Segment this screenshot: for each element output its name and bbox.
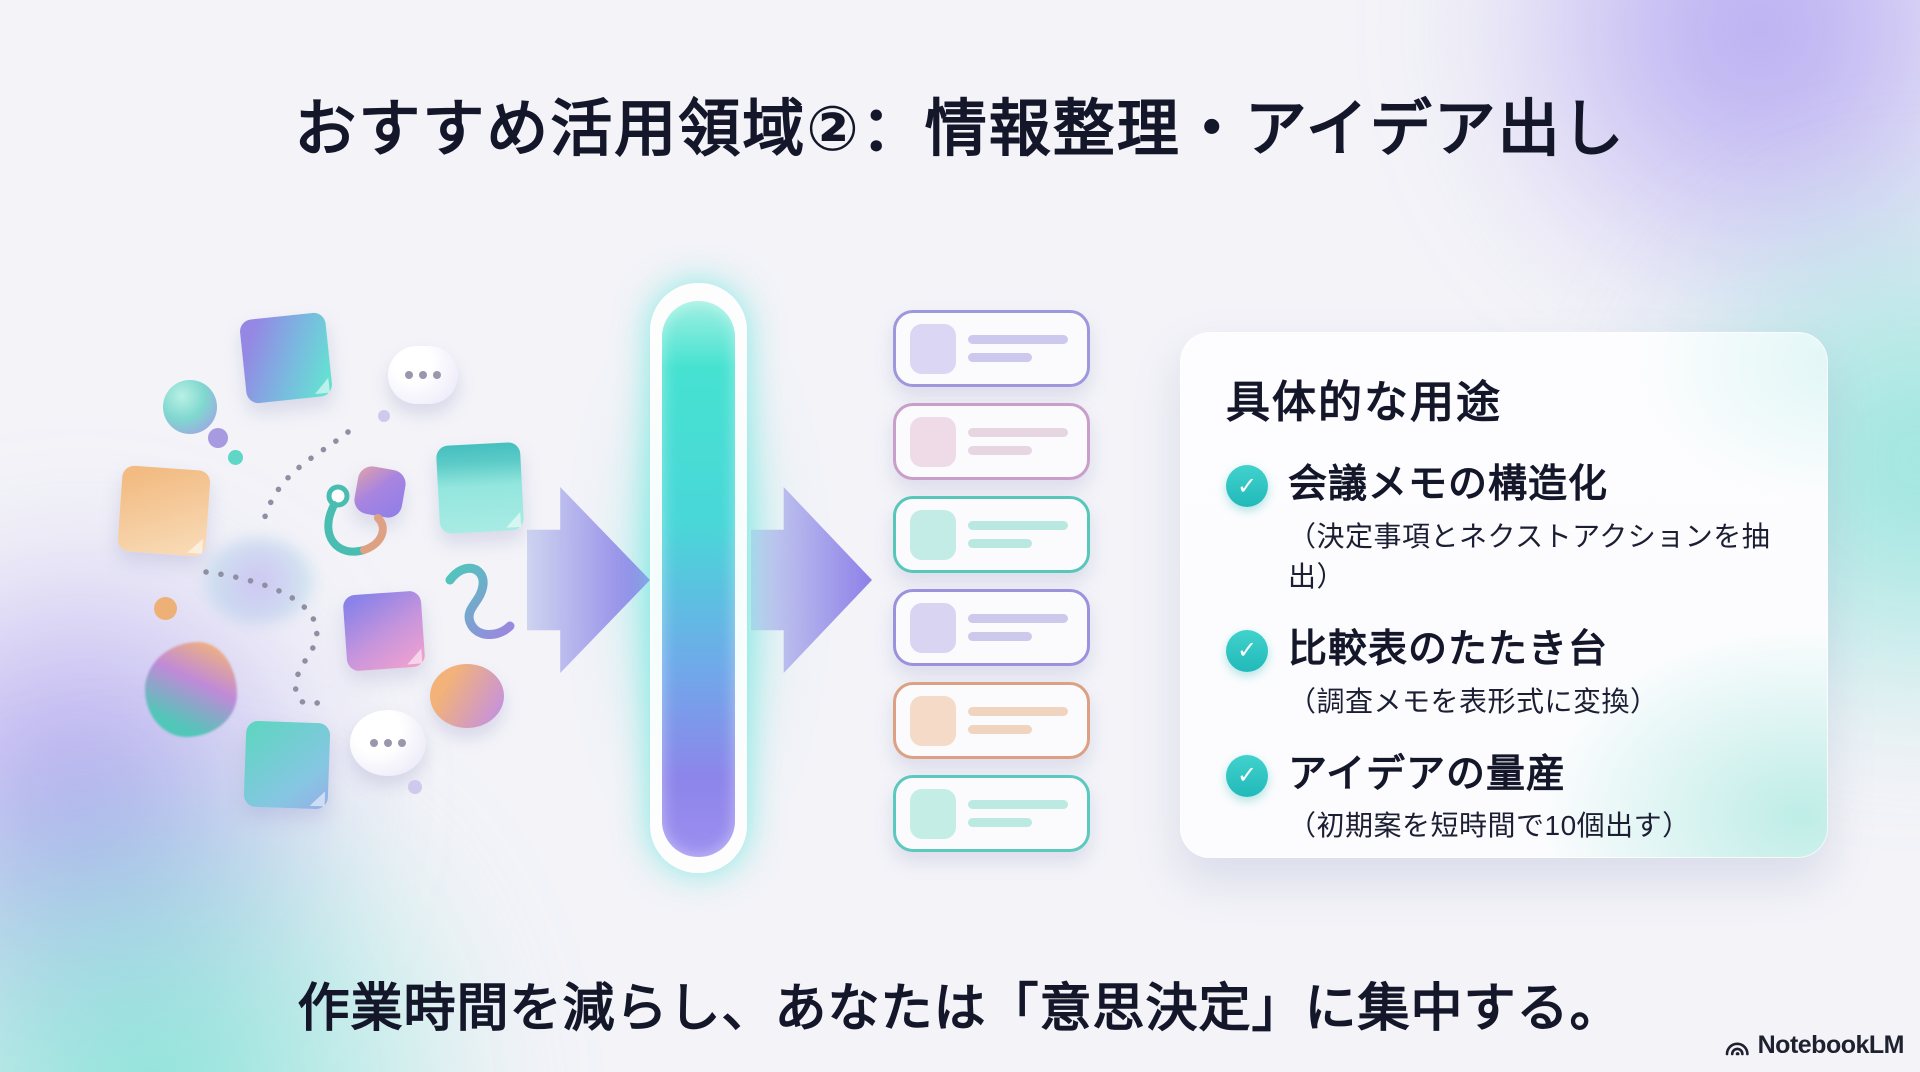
pin-hook-icon — [324, 501, 368, 556]
note-corner-fold — [505, 511, 522, 528]
notebooklm-icon — [1725, 1042, 1749, 1055]
sphere-teal-purple — [163, 380, 217, 434]
bubble-dot — [419, 371, 427, 379]
thought-bubble-icon — [350, 710, 426, 776]
note-corner-fold — [406, 648, 423, 665]
card-thumbnail — [910, 323, 956, 374]
card-text-line — [968, 446, 1032, 455]
use-case-texts: 比較表のたたき台 （調査メモを表形式に変換） — [1288, 627, 1659, 720]
card-text-lines — [968, 335, 1073, 362]
bubble-dot — [398, 739, 406, 747]
dotted-curve-icon — [203, 569, 323, 707]
card-text-lines — [968, 428, 1073, 455]
sticky-note-teal — [435, 441, 525, 535]
use-case-item: ✓ アイデアの量産 （初期案を短時間で10個出す） — [1226, 752, 1788, 845]
sticky-note-pink-purple — [342, 590, 426, 672]
use-case-panel: 具体的な用途 ✓ 会議メモの構造化 （決定事項とネクストアクションを抽出） ✓ 比較表の… — [1180, 332, 1828, 858]
panel-heading: 具体的な用途 — [1226, 378, 1502, 427]
output-card — [893, 403, 1090, 480]
card-text-line — [968, 614, 1068, 623]
bubble-dot — [405, 371, 413, 379]
output-card — [893, 310, 1090, 387]
sticky-note-teal-blue — [243, 720, 331, 810]
brand-label: NotebookLM — [1757, 1031, 1905, 1059]
card-text-line — [968, 428, 1068, 437]
card-text-line — [968, 539, 1032, 548]
mini-note-purple — [352, 464, 408, 520]
bubble-tail-dot — [378, 410, 390, 422]
card-text-line — [968, 818, 1032, 827]
blob-lavender-soft — [205, 538, 313, 624]
speech-bubble-orange-purple — [430, 664, 504, 728]
use-case-item: ✓ 比較表のたたき台 （調査メモを表形式に変換） — [1226, 627, 1788, 720]
bubble-dot — [370, 739, 378, 747]
bubble-dot — [384, 739, 392, 747]
dot-purple — [208, 428, 228, 448]
check-icon: ✓ — [1226, 629, 1268, 672]
pin-hook-tail-icon — [360, 514, 387, 554]
use-case-texts: アイデアの量産 （初期案を短時間で10個出す） — [1288, 752, 1691, 845]
blob-multicolor — [145, 642, 237, 737]
pin-hook-icon — [326, 484, 350, 508]
card-thumbnail — [910, 509, 956, 560]
speech-bubble-icon — [388, 346, 458, 404]
card-thumbnail — [910, 416, 956, 467]
use-case-subtitle: （決定事項とネクストアクションを抽出） — [1288, 520, 1771, 592]
use-case-subtitle: （初期案を短時間で10個出す） — [1288, 810, 1691, 842]
card-text-line — [968, 521, 1068, 530]
card-text-line — [968, 353, 1032, 362]
card-text-lines — [968, 707, 1073, 734]
card-text-lines — [968, 521, 1073, 548]
bubble-dot — [433, 371, 441, 379]
dotted-curve-icon — [259, 429, 351, 531]
card-text-lines — [968, 614, 1073, 641]
use-case-title: 会議メモの構造化 — [1288, 463, 1609, 506]
use-case-texts: 会議メモの構造化 （決定事項とネクストアクションを抽出） — [1288, 462, 1788, 595]
dot-orange — [154, 597, 177, 620]
output-card — [893, 775, 1090, 852]
page-title: おすすめ活用領域②：情報整理・アイデア出し — [294, 95, 1626, 164]
tagline: 作業時間を減らし、あなたは「意思決定」に集中する。 — [297, 980, 1623, 1038]
card-thumbnail — [910, 602, 956, 653]
use-case-list: ✓ 会議メモの構造化 （決定事項とネクストアクションを抽出） ✓ 比較表のたたき台 （調査… — [1226, 462, 1788, 844]
check-icon: ✓ — [1226, 754, 1268, 797]
dot-teal — [228, 450, 243, 465]
check-icon: ✓ — [1226, 465, 1268, 507]
output-card — [893, 589, 1090, 666]
use-case-title: 比較表のたたき台 — [1288, 627, 1609, 671]
card-text-lines — [968, 800, 1073, 827]
card-text-line — [968, 800, 1068, 809]
output-card — [893, 682, 1090, 759]
note-corner-fold — [309, 790, 326, 807]
output-card — [893, 496, 1090, 573]
use-case-subtitle: （調査メモを表形式に変換） — [1288, 685, 1659, 717]
card-text-line — [968, 632, 1032, 641]
card-text-line — [968, 335, 1068, 344]
transform-bar — [662, 301, 735, 857]
background-blob-purple-top-right — [1430, 0, 1920, 340]
card-text-line — [968, 725, 1032, 734]
card-thumbnail — [910, 695, 956, 746]
card-text-line — [968, 707, 1068, 716]
use-case-item: ✓ 会議メモの構造化 （決定事項とネクストアクションを抽出） — [1226, 462, 1788, 595]
squiggle-icon — [445, 563, 515, 639]
output-card-list — [893, 310, 1090, 852]
sticky-note-orange — [117, 465, 211, 557]
card-thumbnail — [910, 788, 956, 839]
sticky-note-purple-teal — [238, 311, 334, 405]
brand: NotebookLM — [1724, 1031, 1905, 1060]
thought-tail-dot — [408, 780, 422, 794]
note-corner-fold — [313, 377, 330, 395]
note-corner-fold — [187, 537, 204, 554]
use-case-title: アイデアの量産 — [1288, 752, 1567, 796]
